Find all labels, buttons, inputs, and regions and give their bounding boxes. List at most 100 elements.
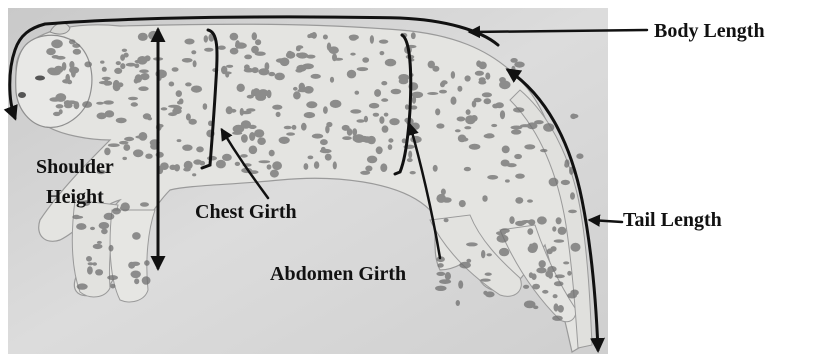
jaguar-spot bbox=[507, 163, 517, 167]
jaguar-spot bbox=[554, 239, 565, 242]
jaguar-spot bbox=[200, 161, 206, 166]
jaguar-spot bbox=[107, 275, 118, 280]
jaguar-spot bbox=[312, 134, 323, 139]
jaguar-spot bbox=[499, 80, 510, 89]
jaguar-spot bbox=[465, 75, 471, 81]
jaguar-spot bbox=[511, 129, 521, 134]
jaguar-spot bbox=[147, 117, 152, 120]
jaguar-spot bbox=[160, 162, 169, 170]
jaguar-spot bbox=[362, 57, 369, 63]
jaguar-spot bbox=[258, 68, 269, 75]
jaguar-spot bbox=[576, 153, 583, 159]
body-length-label: Body Length bbox=[654, 19, 765, 43]
jaguar-spot bbox=[297, 89, 308, 93]
jaguar-spot bbox=[352, 128, 357, 135]
jaguar-spot bbox=[252, 32, 257, 40]
jaguar-spot bbox=[381, 81, 387, 85]
jaguar-spot bbox=[240, 108, 244, 116]
jaguar-spot bbox=[330, 77, 334, 83]
jaguar-spot bbox=[104, 213, 115, 220]
jaguar-spot bbox=[172, 108, 181, 114]
jaguar-spot bbox=[542, 290, 548, 294]
jaguar-spot bbox=[523, 285, 529, 289]
jaguar-spot bbox=[120, 54, 125, 61]
jaguar-spot bbox=[436, 123, 444, 128]
jaguar-spot bbox=[230, 48, 239, 55]
jaguar-spot bbox=[96, 102, 104, 105]
jaguar-spot bbox=[123, 144, 130, 151]
jaguar-spot bbox=[110, 284, 115, 289]
jaguar-spot bbox=[373, 113, 379, 117]
jaguar-spot bbox=[286, 132, 295, 135]
jaguar-spot bbox=[437, 263, 443, 268]
jaguar-spot bbox=[471, 115, 478, 122]
jaguar-spot bbox=[556, 217, 562, 224]
jaguar-spot bbox=[367, 156, 377, 164]
jaguar-spot bbox=[276, 112, 281, 117]
jaguar-spot bbox=[550, 246, 556, 252]
jaguar-spot bbox=[104, 80, 109, 86]
jaguar-spot bbox=[320, 139, 328, 145]
jaguar-spot bbox=[87, 266, 93, 274]
tail-length-label: Tail Length bbox=[623, 208, 722, 232]
jaguar-spot bbox=[184, 39, 194, 45]
jaguar-spot bbox=[275, 73, 285, 81]
jaguar-spot bbox=[456, 300, 460, 306]
jaguar-spot bbox=[121, 202, 130, 211]
jaguar-spot bbox=[374, 89, 381, 97]
jaguar-spot bbox=[333, 58, 343, 61]
jaguar-spot bbox=[308, 156, 314, 160]
jaguar-spot bbox=[120, 63, 125, 69]
jaguar-spot bbox=[405, 104, 409, 109]
jaguar-spot bbox=[268, 72, 275, 76]
jaguar-spot bbox=[445, 272, 451, 280]
jaguar-spot bbox=[279, 137, 290, 144]
jaguar-spot bbox=[119, 141, 128, 145]
jaguar-spot bbox=[466, 109, 471, 115]
jaguar-spot bbox=[436, 272, 445, 276]
jaguar-spot bbox=[237, 84, 245, 92]
jaguar-spot bbox=[364, 116, 368, 123]
jaguar-spot bbox=[235, 40, 240, 49]
jaguar-spot bbox=[553, 294, 558, 298]
jaguar-spot bbox=[435, 286, 447, 291]
jaguar-spot bbox=[391, 89, 402, 95]
jaguar-spot bbox=[59, 109, 63, 114]
jaguar-spot bbox=[241, 134, 248, 143]
jaguar-spot bbox=[56, 104, 64, 108]
jaguar-spot bbox=[485, 273, 492, 276]
jaguar-spot bbox=[389, 118, 399, 125]
shoulder-height-label: Shoulder Height bbox=[36, 152, 114, 212]
jaguar-spot bbox=[82, 101, 92, 108]
jaguar-spot bbox=[226, 106, 233, 114]
jaguar-spot bbox=[520, 124, 531, 127]
jaguar-spot bbox=[376, 146, 383, 154]
jaguar-spot bbox=[304, 112, 315, 118]
jaguar-spot bbox=[77, 283, 88, 289]
jaguar-spot bbox=[235, 162, 240, 166]
jaguar-spot bbox=[284, 126, 292, 130]
jaguar-spot bbox=[139, 69, 149, 73]
jaguar-spot bbox=[485, 133, 494, 137]
jaguar-spot bbox=[349, 35, 359, 40]
jaguar-spot bbox=[124, 137, 134, 141]
jaguar-spot bbox=[543, 123, 554, 132]
jaguar-spot bbox=[296, 53, 300, 57]
jaguar-spot bbox=[62, 79, 71, 84]
jaguar-spot bbox=[240, 154, 248, 158]
jaguar-spot bbox=[253, 88, 261, 97]
jaguar-spot bbox=[251, 46, 259, 54]
jaguar-spot bbox=[388, 144, 393, 150]
jaguar-spot bbox=[133, 149, 143, 157]
jaguar-spot bbox=[505, 179, 510, 182]
jaguar-spot bbox=[325, 154, 332, 161]
jaguar-spot bbox=[527, 199, 533, 202]
jaguar-spot bbox=[109, 245, 114, 252]
jaguar-spot bbox=[357, 67, 369, 71]
jaguar-spot bbox=[86, 256, 92, 262]
jaguar-spot bbox=[185, 82, 192, 86]
jaguar-spot bbox=[321, 147, 326, 152]
jaguar-spot bbox=[306, 101, 317, 108]
